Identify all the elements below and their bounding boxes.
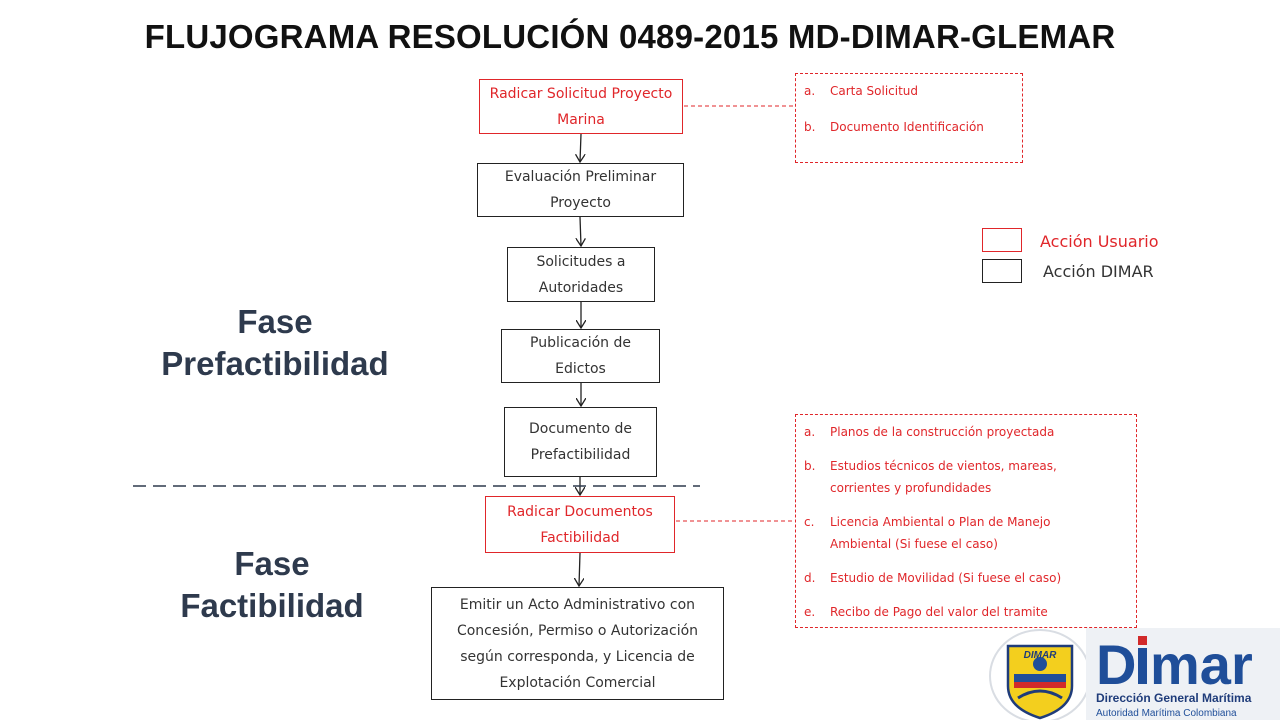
step-label: Radicar Documentos Factibilidad [507,503,653,546]
note-item: a.Carta Solicitud [804,84,919,98]
step-radicar-documentos: Radicar Documentos Factibilidad [485,496,675,553]
step-radicar-solicitud: Radicar Solicitud Proyecto Marina [479,79,683,134]
step-emitir-acto: Emitir un Acto Administrativo con Conces… [431,587,724,700]
legend-swatch-user [982,228,1022,252]
requirements-note-factibilidad: a.Planos de la construcción proyectada b… [795,414,1137,628]
step-label: Solicitudes a Autoridades [536,253,626,296]
note-item: b.Estudios técnicos de vientos, mareas, … [804,459,1057,495]
dimar-logo: DIMAR D mar Dirección General Marítima A… [989,628,1280,720]
requirements-note-solicitud: a.Carta Solicitud b.Documento Identifica… [795,73,1023,163]
arrow-2 [580,216,581,246]
svg-text:mar: mar [1150,633,1253,696]
arrow-1 [580,133,581,162]
legend-label-dimar: Acción DIMAR [1043,262,1154,281]
svg-text:Dirección General Marítima: Dirección General Marítima [1096,691,1252,705]
phase-prefactibilidad: Fase Prefactibilidad [161,303,389,382]
arrow-6 [579,552,580,586]
step-evaluacion-preliminar: Evaluación Preliminar Proyecto [477,163,684,217]
note-item: e.Recibo de Pago del valor del tramite [804,605,1048,619]
note-item: a.Planos de la construcción proyectada [804,425,1055,439]
note-item: d.Estudio de Movilidad (Si fuese el caso… [804,571,1062,585]
note-item: c.Licencia Ambiental o Plan de Manejo Am… [804,515,1051,551]
legend-label-user: Acción Usuario [1040,232,1159,251]
note-item: b.Documento Identificación [804,120,984,134]
step-label: Publicación de Edictos [530,335,631,377]
phase-factibilidad: Fase Factibilidad [180,545,364,624]
svg-text:D: D [1096,633,1136,696]
step-label: Emitir un Acto Administrativo con Conces… [456,596,699,691]
page-title: FLUJOGRAMA RESOLUCIÓN 0489-2015 MD-DIMAR… [144,18,1116,55]
legend-swatch-dimar [982,259,1022,283]
step-publicacion-edictos: Publicación de Edictos [501,329,660,383]
step-label: Documento de Prefactibilidad [528,421,633,463]
step-label: Evaluación Preliminar Proyecto [504,169,657,211]
step-label: Radicar Solicitud Proyecto Marina [489,85,673,128]
svg-text:DIMAR: DIMAR [1024,650,1058,661]
svg-text:Autoridad Marítima Colombiana: Autoridad Marítima Colombiana [1096,708,1237,719]
step-solicitudes-autoridades: Solicitudes a Autoridades [507,247,655,302]
step-documento-prefactibilidad: Documento de Prefactibilidad [504,407,657,477]
